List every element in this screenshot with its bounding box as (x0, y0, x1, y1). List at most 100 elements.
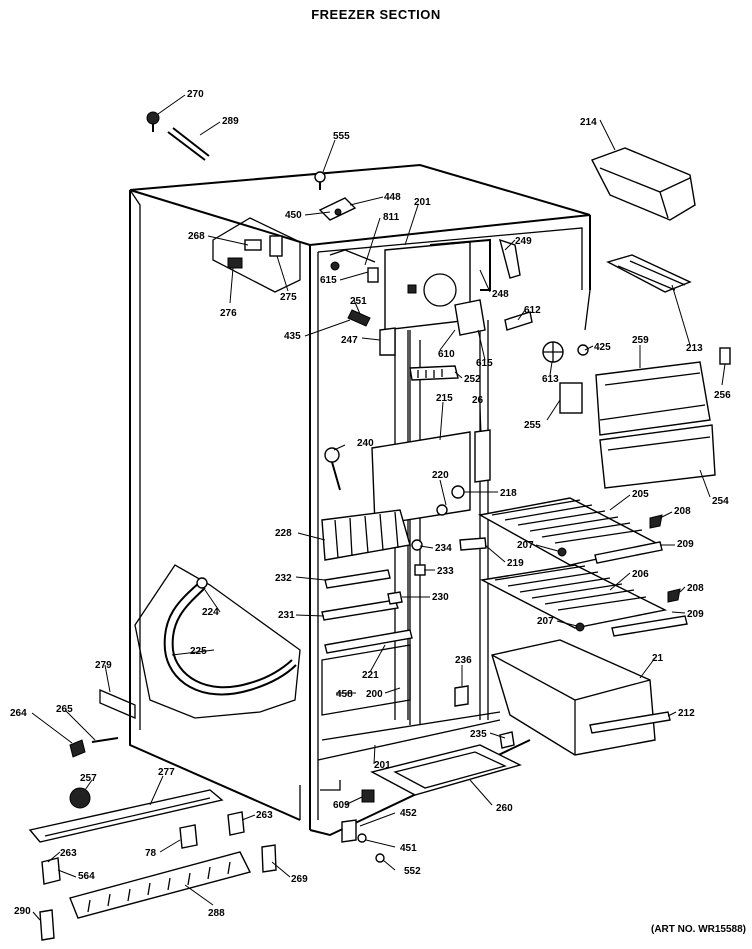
cabinet-body (99, 163, 591, 837)
callout: 270 (187, 89, 204, 100)
evaporator-coil (321, 509, 411, 561)
callout: 201 (414, 197, 431, 208)
callout: 236 (455, 655, 472, 666)
callout: 201 (374, 760, 391, 771)
wire-shelf-205 (477, 497, 663, 566)
top-hardware (146, 111, 357, 221)
shelf-clips (557, 514, 681, 632)
callout: 452 (400, 808, 417, 819)
clip-236 (454, 685, 469, 707)
callout: 231 (278, 610, 295, 621)
callout: 268 (188, 231, 205, 242)
callout: 233 (437, 566, 454, 577)
callout: 279 (95, 660, 112, 671)
callout: 615 (476, 358, 493, 369)
grille-288 (69, 851, 252, 919)
callout: 232 (275, 573, 292, 584)
freezer-basket (491, 639, 671, 756)
callout: 251 (350, 296, 367, 307)
callout: 214 (580, 117, 597, 128)
callout: 21 (652, 653, 664, 664)
callout: 613 (542, 374, 559, 385)
rails (321, 537, 487, 654)
spring-264 (69, 737, 119, 758)
callout: 247 (341, 335, 358, 346)
callout: 213 (686, 343, 703, 354)
callout: 260 (496, 803, 513, 814)
callout: 212 (678, 708, 695, 719)
callout: 458 (336, 689, 353, 700)
callout: 609 (333, 800, 350, 811)
callout: 209 (677, 539, 694, 550)
callout: 615 (320, 275, 337, 286)
ice-bucket (591, 147, 696, 221)
callout: 78 (145, 848, 157, 859)
callout: 220 (432, 470, 449, 481)
callout: 264 (10, 708, 27, 719)
callout: 256 (714, 390, 731, 401)
art-number: (ART NO. WR15588) (650, 924, 746, 935)
small-parts (41, 789, 385, 885)
base-rail-277 (28, 789, 224, 843)
callout: 218 (500, 488, 517, 499)
callout: 200 (366, 689, 383, 700)
bracket-252 (409, 365, 459, 381)
callout: 249 (515, 236, 532, 247)
callout: 206 (632, 569, 649, 580)
roller-257 (69, 787, 91, 809)
wire-shelf-206 (479, 564, 688, 637)
callout: 208 (687, 583, 704, 594)
control-housing (329, 238, 533, 356)
callout: 263 (60, 848, 77, 859)
callout: 610 (438, 349, 455, 360)
callout: 288 (208, 908, 225, 919)
callout: 221 (362, 670, 379, 681)
callout: 552 (404, 866, 421, 877)
evaporator-fan (542, 341, 589, 414)
callout: 450 (285, 210, 302, 221)
callout: 230 (432, 592, 449, 603)
callout: 228 (275, 528, 292, 539)
callout: 435 (284, 331, 301, 342)
cap-290 (39, 909, 55, 941)
callout: 240 (357, 438, 374, 449)
callout: 248 (492, 289, 509, 300)
callout: 612 (524, 305, 541, 316)
callout: 219 (507, 558, 524, 569)
callout: 451 (400, 843, 417, 854)
callout: 259 (632, 335, 649, 346)
fan-shroud (595, 347, 731, 489)
callout: 276 (220, 308, 237, 319)
callout: 263 (256, 810, 273, 821)
diagram-title: FREEZER SECTION (311, 7, 441, 22)
callout: 234 (435, 543, 452, 554)
callout: 235 (470, 729, 487, 740)
drain-tube-inset (134, 564, 301, 719)
callout: 207 (517, 540, 534, 551)
sensor-240 (324, 447, 341, 491)
callout-labels: 270 289 555 448 450 201 811 268 615 251 … (10, 89, 731, 919)
callout: 277 (158, 767, 175, 778)
callout: 215 (436, 393, 453, 404)
callout: 257 (80, 773, 97, 784)
callout: 275 (280, 292, 297, 303)
callout: 225 (190, 646, 207, 657)
callout: 255 (524, 420, 541, 431)
callout: 209 (687, 609, 704, 620)
callout: 265 (56, 704, 73, 715)
leader-lines (31, 94, 726, 921)
tray-260 (370, 731, 522, 796)
callout: 425 (594, 342, 611, 353)
callout: 289 (222, 116, 239, 127)
ice-tray (606, 254, 692, 293)
callout: 252 (464, 374, 481, 385)
callout: 207 (537, 616, 554, 627)
callout: 205 (632, 489, 649, 500)
callout: 26 (472, 395, 484, 406)
callout: 208 (674, 506, 691, 517)
lower-frame (321, 644, 501, 741)
callout: 448 (384, 192, 401, 203)
callout: 564 (78, 871, 95, 882)
callout: 254 (712, 496, 729, 507)
